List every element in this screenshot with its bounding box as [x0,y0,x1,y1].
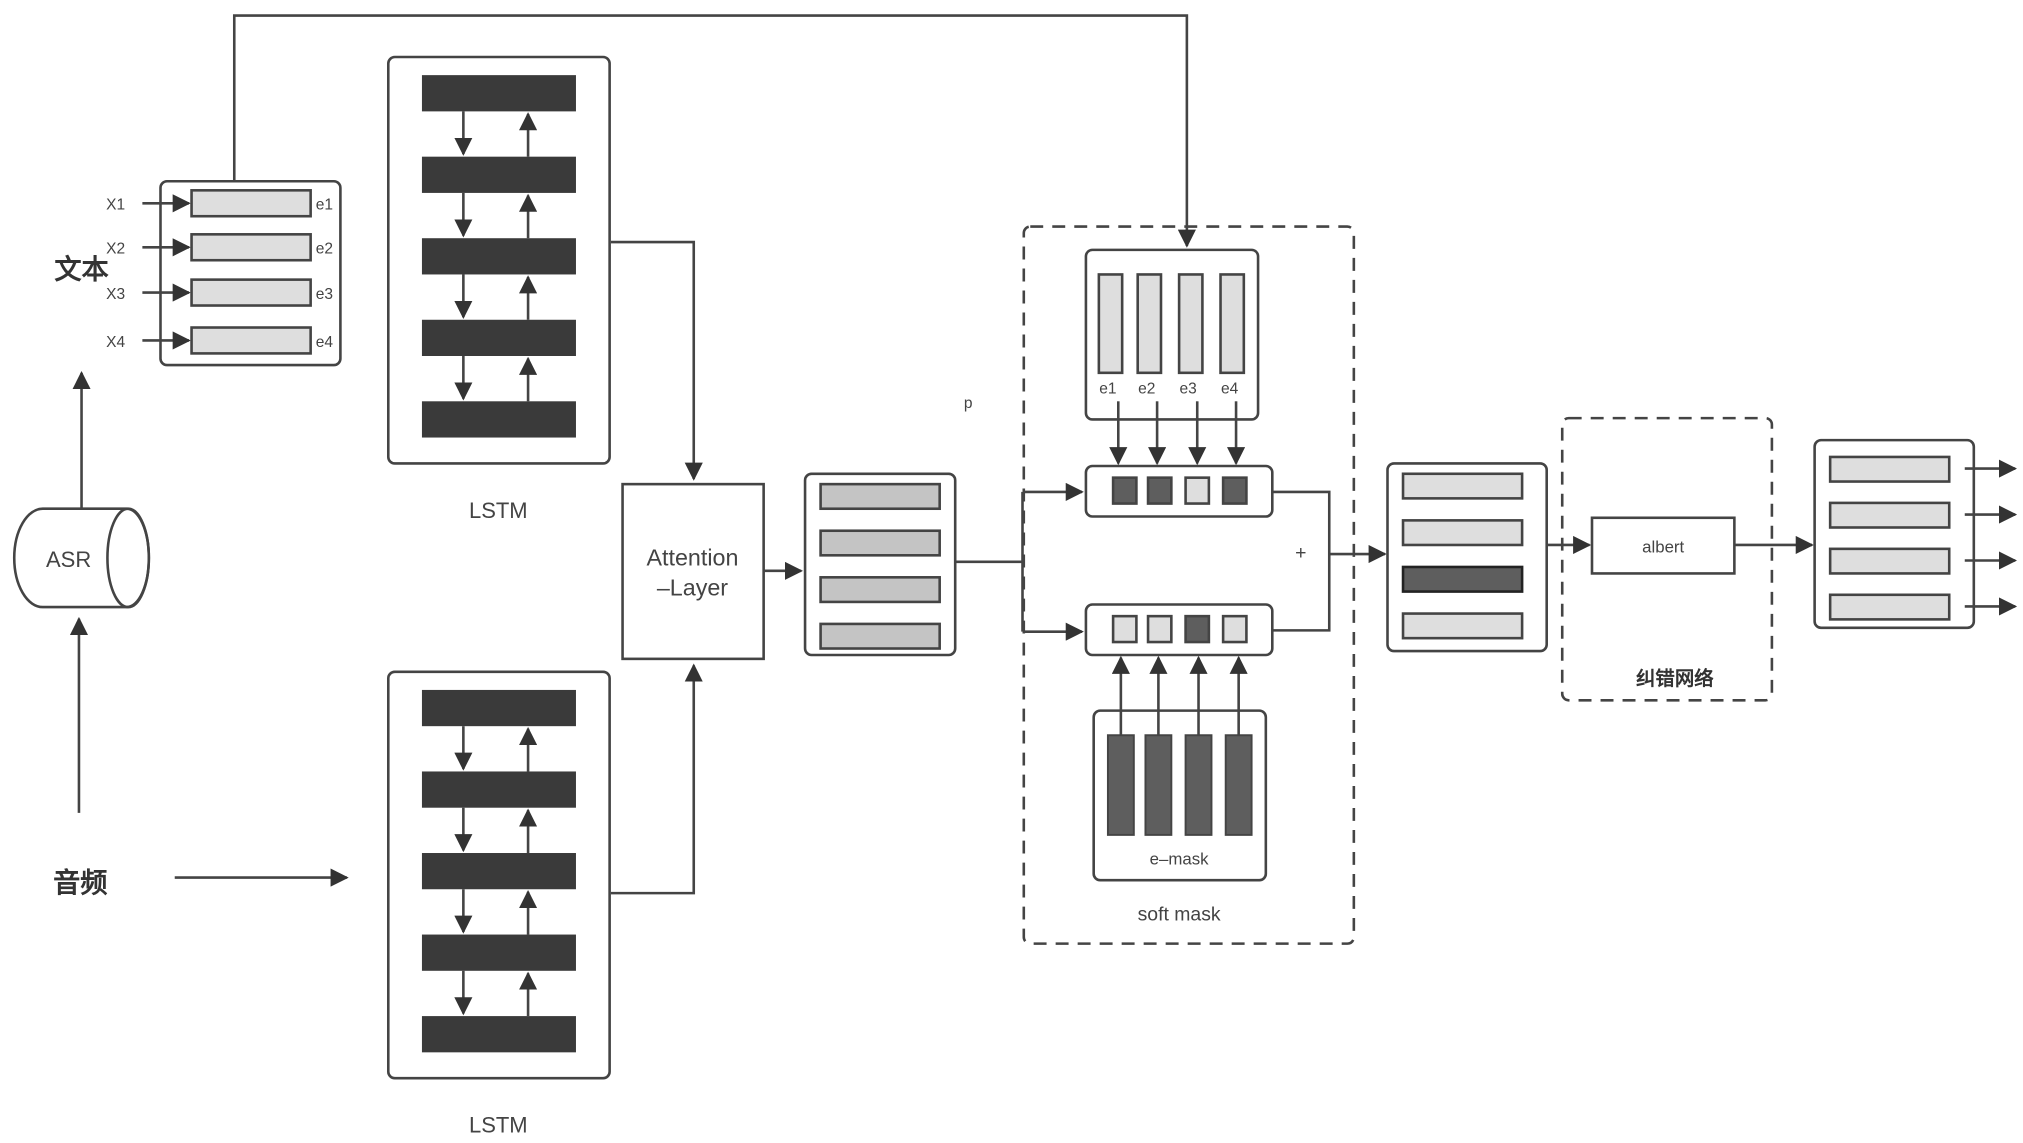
e-mask-column [1108,735,1134,835]
token-label: X2 [106,241,125,258]
merged-vector [1387,463,1546,651]
output-vector [1815,440,2016,628]
attention-label-line2: –Layer [657,574,728,600]
lstm-bottom-to-attention [611,665,694,893]
embedding-cell [192,280,311,306]
lower-mask-cell [1223,616,1246,642]
embedding-label: e3 [316,286,333,303]
lower-mask-cell [1148,616,1171,642]
lstm-cell [422,690,576,726]
merged-cell [1403,520,1522,545]
merged-cell [1403,614,1522,639]
lstm-cell [422,401,576,437]
audio-label: 音频 [53,867,107,899]
embedding-column [1221,274,1244,372]
lstm-cell [422,75,576,111]
token-label: X1 [106,197,125,214]
token-label: X3 [106,286,125,303]
merged-cell [1403,474,1522,499]
lstm-cell [422,853,576,889]
embedding-skip-connection [234,16,1187,246]
embedding-column [1138,274,1161,372]
lstm-top-to-attention [611,242,694,479]
embedding-column-label: e1 [1099,381,1116,398]
attention-layer: Attention –Layer [623,484,764,659]
output-cell [1830,549,1949,574]
embedding-columns: e1 e2 e3 e4 [1086,250,1258,464]
e-mask-column [1145,735,1171,835]
lstm-cell [422,1016,576,1052]
lower-mask-cell [1113,616,1136,642]
lstm-cell [422,238,576,274]
embedding-column-label: e4 [1221,381,1239,398]
soft-mask-title: soft mask [1138,903,1221,925]
merged-cell [1403,567,1522,592]
albert-label: albert [1642,538,1684,557]
lstm-bottom-label: LSTM [469,1113,528,1138]
lower-mask-vector [1086,605,1272,655]
embedding-label: e1 [316,197,333,214]
text-embedding-box: X1 e1X2 e2X3 e3X4 e4 [106,181,340,365]
token-label: X4 [106,334,125,351]
embedding-cell [192,190,311,216]
lstm-top-label: LSTM [469,498,528,523]
embedding-cell [192,328,311,354]
upper-mask-cell [1148,478,1171,504]
output-cell [1830,503,1949,528]
attention-output-cell [821,577,940,602]
embedding-cell [192,234,311,260]
lstm-cell [422,320,576,356]
text-label: 文本 [54,253,109,285]
embedding-column [1099,274,1122,372]
attention-output-cell [821,484,940,509]
embedding-column-label: e3 [1180,381,1197,398]
output-cell [1830,595,1949,620]
asr-label: ASR [46,547,91,572]
embedding-label: e4 [316,334,334,351]
e-mask-column [1226,735,1252,835]
e-mask-box: e–mask [1094,658,1266,881]
lstm-top [388,57,609,463]
plus-label: + [1295,542,1306,564]
lstm-bottom [388,672,609,1078]
upper-mask-cell [1186,478,1209,504]
attention-output-cell [821,531,940,556]
output-cell [1830,457,1949,482]
e-mask-label: e–mask [1150,850,1209,869]
correction-network-title: 纠错网络 [1636,667,1714,690]
p-label: p [964,395,973,412]
upper-mask-cell [1223,478,1246,504]
upper-mask-vector [1086,466,1272,516]
attention-output-vector [805,474,955,655]
lstm-cell [422,771,576,807]
embedding-label: e2 [316,241,333,258]
asr-node: ASR [14,509,149,607]
upper-mask-cell [1113,478,1136,504]
lstm-cell [422,935,576,971]
embedding-column [1179,274,1202,372]
lstm-cell [422,157,576,193]
embedding-column-label: e2 [1138,381,1155,398]
lower-mask-cell [1186,616,1209,642]
e-mask-column [1186,735,1212,835]
attention-label-line1: Attention [647,545,739,571]
attention-output-cell [821,624,940,649]
